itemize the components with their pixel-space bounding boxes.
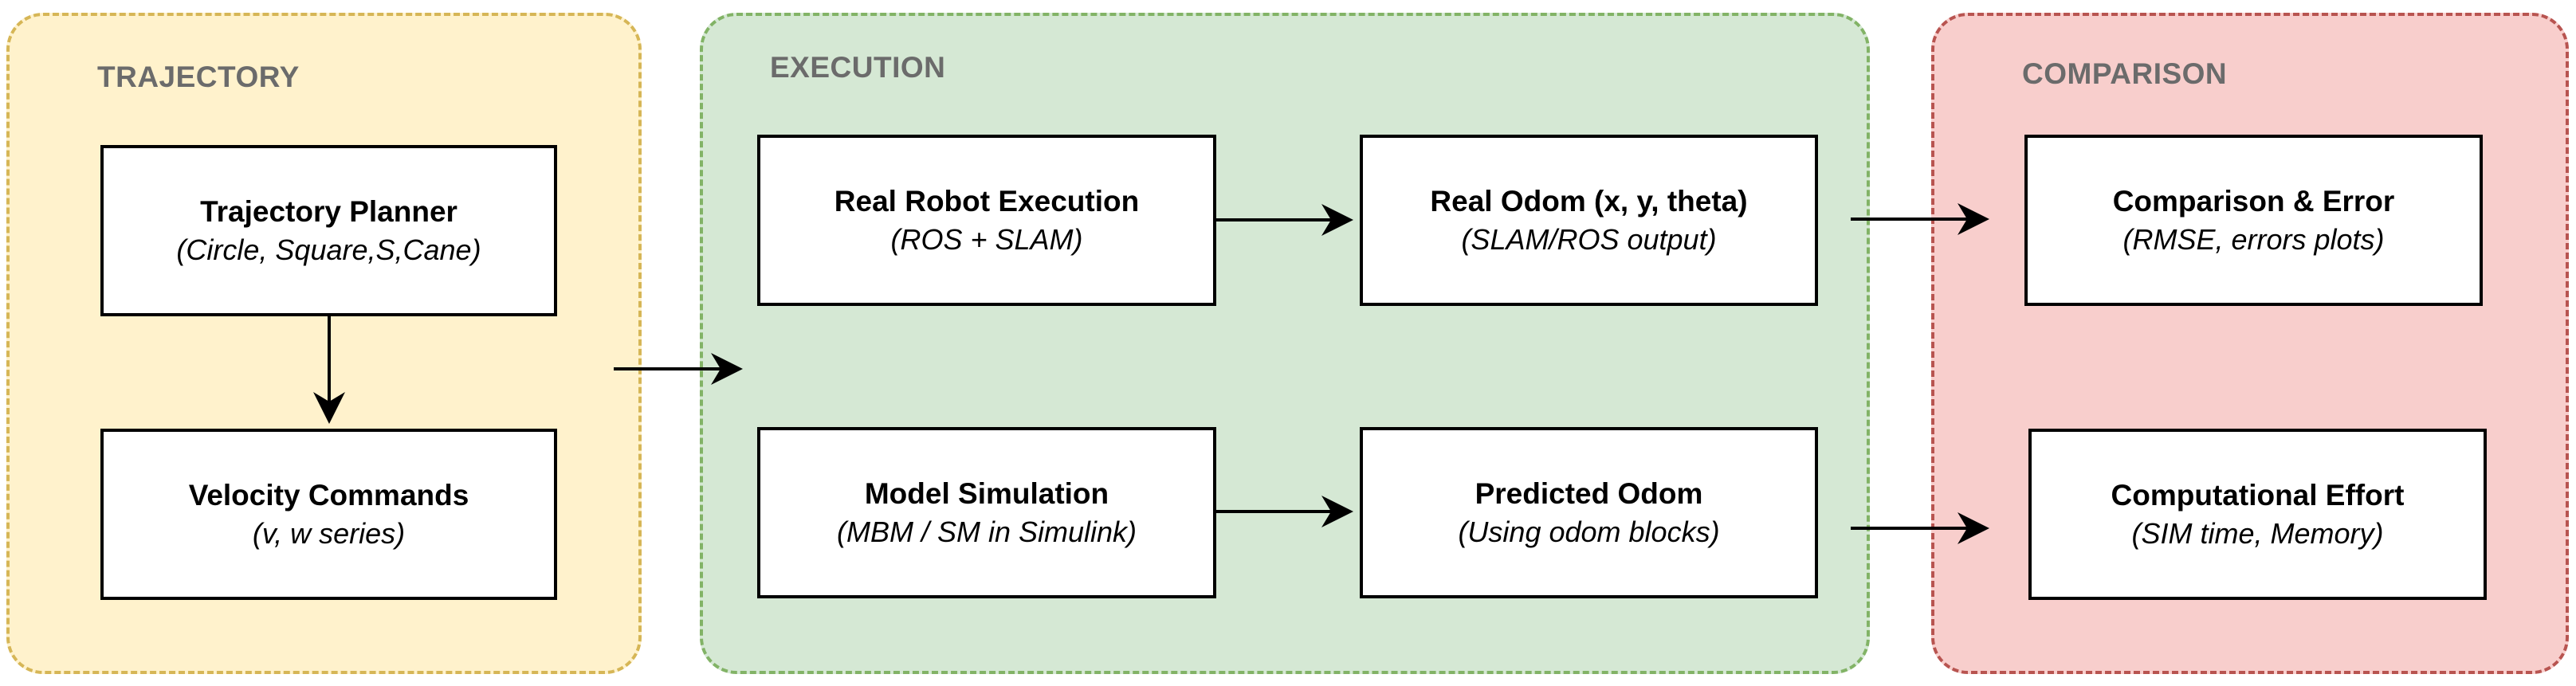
real-odom-box: Real Odom (x, y, theta) (SLAM/ROS output…	[1360, 135, 1818, 306]
real-robot-execution-subtitle: (ROS + SLAM)	[890, 222, 1083, 256]
comparison-error-subtitle: (RMSE, errors plots)	[2122, 222, 2385, 256]
trajectory-group-title: TRAJECTORY	[97, 61, 300, 93]
velocity-commands-subtitle: (v, w series)	[252, 516, 406, 550]
predicted-odom-subtitle: (Using odom blocks)	[1458, 515, 1720, 548]
comparison-error-box: Comparison & Error (RMSE, errors plots)	[2024, 135, 2483, 306]
trajectory-planner-subtitle: (Circle, Square,S,Cane)	[176, 233, 481, 266]
comparison-error-title: Comparison & Error	[2112, 184, 2395, 218]
execution-group-title: EXECUTION	[770, 51, 946, 84]
trajectory-planner-title: Trajectory Planner	[200, 194, 457, 228]
comparison-group-title: COMPARISON	[2022, 57, 2228, 90]
real-robot-execution-title: Real Robot Execution	[834, 184, 1140, 218]
velocity-commands-box: Velocity Commands (v, w series)	[100, 429, 557, 600]
predicted-odom-title: Predicted Odom	[1475, 476, 1703, 510]
real-odom-title: Real Odom (x, y, theta)	[1430, 184, 1748, 218]
model-simulation-box: Model Simulation (MBM / SM in Simulink)	[757, 427, 1216, 598]
computational-effort-box: Computational Effort (SIM time, Memory)	[2028, 429, 2487, 600]
trajectory-planner-box: Trajectory Planner (Circle, Square,S,Can…	[100, 145, 557, 316]
computational-effort-title: Computational Effort	[2111, 478, 2405, 512]
velocity-commands-title: Velocity Commands	[188, 478, 469, 512]
real-robot-execution-box: Real Robot Execution (ROS + SLAM)	[757, 135, 1216, 306]
computational-effort-subtitle: (SIM time, Memory)	[2131, 516, 2384, 550]
real-odom-subtitle: (SLAM/ROS output)	[1461, 222, 1717, 256]
model-simulation-title: Model Simulation	[864, 476, 1109, 510]
predicted-odom-box: Predicted Odom (Using odom blocks)	[1360, 427, 1818, 598]
model-simulation-subtitle: (MBM / SM in Simulink)	[836, 515, 1137, 548]
